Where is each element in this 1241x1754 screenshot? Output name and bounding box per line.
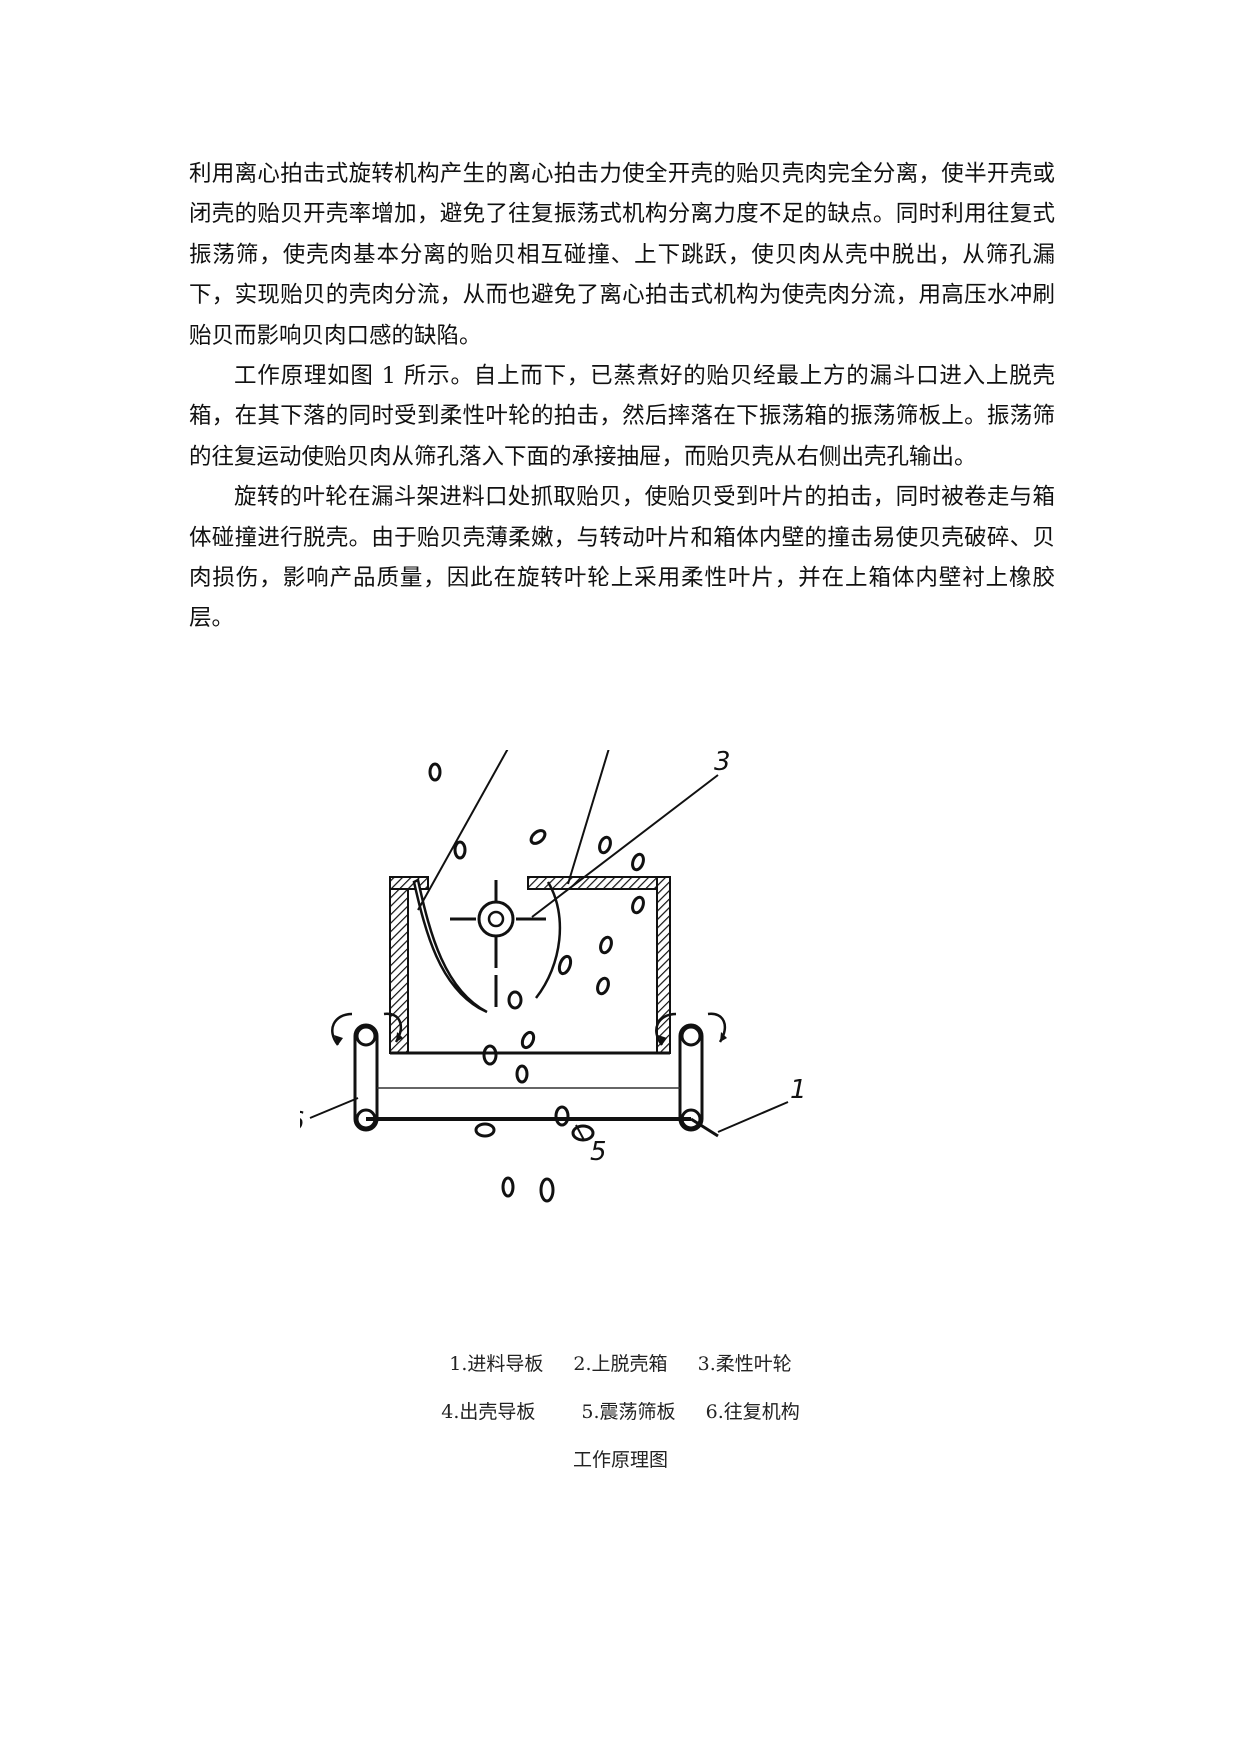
working-principle-diagram: 1 2 3 1 5 6 bbox=[300, 750, 920, 1305]
vibrating-screen-box bbox=[366, 1087, 719, 1138]
paragraph-2: 工作原理如图 1 所示。自上而下，已蒸煮好的贻贝经最上方的漏斗口进入上脱壳箱，在… bbox=[189, 363, 1055, 470]
legend-item-2: 2.上脱壳箱 bbox=[573, 1353, 668, 1375]
legend-item-1: 1.进料导板 bbox=[449, 1353, 544, 1375]
paragraph-1: 利用离心拍击式旋转机构产生的离心拍击力使全开壳的贻贝壳肉完全分离，使半开壳或闭壳… bbox=[189, 161, 1055, 349]
callout-5: 5 bbox=[590, 1137, 607, 1167]
callout-3: 3 bbox=[714, 750, 731, 777]
diagram-svg: 1 2 3 1 5 6 bbox=[300, 750, 807, 1203]
legend-row-2: 4.出壳导板 5.震荡筛板 6.往复机构 bbox=[0, 1400, 1241, 1424]
figure-caption: 工作原理图 bbox=[572, 1449, 668, 1471]
legend-item-3: 3.柔性叶轮 bbox=[697, 1353, 792, 1375]
callout-4: 1 bbox=[790, 1075, 807, 1105]
legend-item-5: 5.震荡筛板 bbox=[581, 1401, 676, 1423]
feed-guide-plate bbox=[412, 878, 488, 1014]
legend-item-6: 6.往复机构 bbox=[705, 1401, 800, 1423]
mussels bbox=[428, 762, 645, 1203]
legend-row-1: 1.进料导板 2.上脱壳箱 3.柔性叶轮 bbox=[0, 1352, 1241, 1376]
reciprocating-mechanism bbox=[331, 1012, 727, 1132]
legend-item-4: 4.出壳导板 bbox=[441, 1401, 536, 1423]
body-text: 利用离心拍击式旋转机构产生的离心拍击力使全开壳的贻贝壳肉完全分离，使半开壳或闭壳… bbox=[189, 154, 1055, 639]
callout-6: 6 bbox=[300, 1107, 305, 1137]
upper-shelling-box bbox=[389, 876, 671, 1055]
flexible-impeller bbox=[450, 880, 562, 1007]
paragraph-3: 旋转的叶轮在漏斗架进料口处抓取贻贝，使贻贝受到叶片的拍击，同时被卷走与箱体碰撞进… bbox=[189, 484, 1055, 632]
leader-lines bbox=[309, 750, 789, 1141]
callout-numbers: 1 2 3 1 5 6 bbox=[300, 750, 807, 1167]
